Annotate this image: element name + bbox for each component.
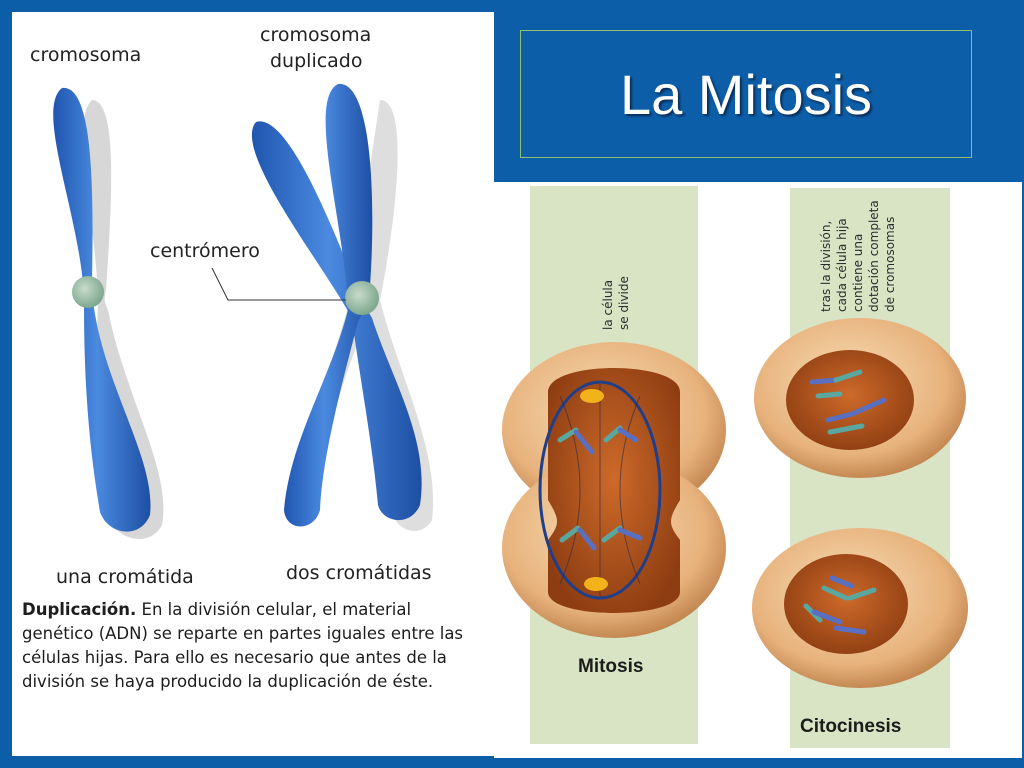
daughter-cell-top — [754, 318, 966, 478]
single-chromosome — [53, 87, 151, 532]
strip1-text: la célula se divide — [601, 276, 631, 330]
label-duplicated-line1: cromosoma — [260, 24, 372, 46]
label-two-chromatids: dos cromátidas — [286, 562, 432, 584]
caption-bold: Duplicación. — [22, 600, 137, 619]
centromere-pointer — [211, 267, 346, 301]
chromatid-a — [251, 121, 422, 521]
label-cytokinesis: Citocinesis — [800, 716, 901, 737]
strip1-line1: la célula — [601, 280, 615, 330]
dividing-cell — [502, 342, 726, 638]
slide-title: La Mitosis — [619, 62, 873, 126]
strip2-line3: contiene una — [851, 234, 865, 312]
single-centromere — [72, 276, 104, 308]
strip1-line2: se divide — [617, 276, 631, 330]
strip2-line4: dotación completa — [867, 200, 881, 312]
label-mitosis: Mitosis — [578, 656, 643, 677]
daughter-cell-bottom — [752, 528, 968, 688]
strip2-line5: de cromosomas — [883, 217, 897, 312]
duplication-caption: Duplicación. En la división celular, el … — [22, 598, 482, 694]
chromatid-b — [284, 83, 373, 527]
strip2-text: tras la división, cada célula hija conti… — [819, 200, 897, 312]
caption-text: En la división celular, el material gené… — [22, 600, 464, 691]
strip2-line1: tras la división, — [819, 221, 833, 312]
label-centromere: centrómero — [150, 240, 260, 262]
label-duplicated-line2: duplicado — [270, 50, 363, 72]
title-box: La Mitosis — [520, 30, 972, 158]
strip2-line2: cada célula hija — [835, 218, 849, 312]
label-chromosome: cromosoma — [30, 44, 142, 66]
duplicated-centromere — [345, 281, 379, 315]
label-one-chromatid: una cromátida — [56, 566, 194, 588]
